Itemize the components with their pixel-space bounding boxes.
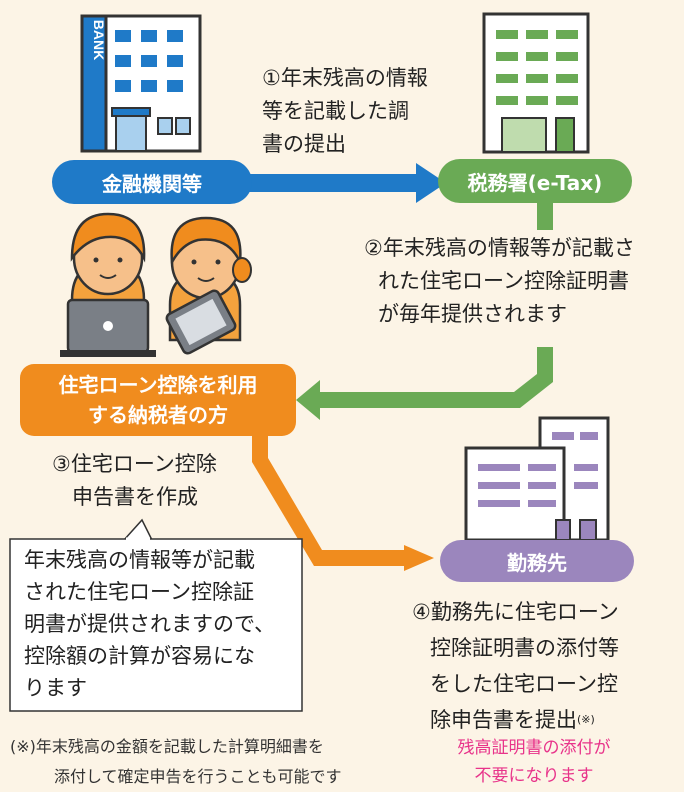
bank-node: 金融機関等 [52, 160, 252, 204]
footnote: (※)年末残高の金額を記載した計算明細書を 添付して確定申告を行うことも可能です [10, 732, 342, 792]
callout-line: ります [24, 676, 87, 700]
step4-line: 除申告書を提出 [430, 708, 577, 732]
arrow-taxpayer-to-employer [252, 432, 434, 571]
callout-text: 年末残高の情報等が記載 された住宅ローン控除証 明書が提供されますので、 控除額… [24, 544, 275, 704]
callout-line: 年末残高の情報等が記載 [24, 548, 255, 572]
step4-line: 控除証明書の添付等 [430, 636, 619, 660]
callout-line: 控除額の計算が容易にな [24, 644, 255, 668]
tax-office-label: 税務署(e-Tax) [467, 170, 603, 195]
employer-label: 勤務先 [507, 550, 567, 575]
step3-line: 申告書を作成 [72, 485, 198, 509]
step1-line: 書の提出 [262, 132, 346, 156]
step3-text: ③住宅ローン控除 申告書を作成 [52, 448, 217, 514]
taxpayer-person-tablet-icon [165, 216, 252, 355]
taxpayer-person-icon [60, 212, 156, 357]
tax-office-building-icon [482, 12, 590, 154]
step1-line: 等を記載した調 [262, 99, 409, 123]
step3-line: ③住宅ローン控除 [52, 452, 217, 476]
highlight-line: 残高証明書の添付が [457, 738, 611, 758]
callout-line: 明書が提供されますので、 [24, 612, 276, 636]
step1-text: ①年末残高の情報 等を記載した調 書の提出 [262, 62, 428, 161]
footnote-line: 添付して確定申告を行うことも可能です [54, 767, 342, 786]
footnote-line: (※)年末残高の金額を記載した計算明細書を [10, 737, 324, 756]
employer-building-icon [464, 416, 610, 542]
step4-text: ④勤務先に住宅ローン 控除証明書の添付等 をした住宅ローン控 除申告書を提出(※… [412, 594, 619, 738]
taxpayer-label-line1: 住宅ローン控除を利用 [58, 373, 258, 397]
step2-line: が毎年提供されます [378, 302, 567, 326]
arrow-tax-to-taxpayer [296, 347, 553, 420]
tax-connector [537, 196, 553, 230]
bank-building-icon: BANK [80, 14, 202, 153]
arrow-bank-to-tax [240, 163, 446, 203]
tax-office-node: 税務署(e-Tax) [438, 159, 632, 203]
highlight-line: 不要になります [474, 766, 594, 786]
step4-line: ④勤務先に住宅ローン [412, 600, 619, 624]
step4-note-mark: (※) [577, 713, 595, 726]
taxpayer-node: 住宅ローン控除を利用 する納税者の方 [20, 364, 296, 436]
step4-line: をした住宅ローン控 [430, 672, 618, 696]
step4-line-last: 除申告書を提出(※) [412, 702, 619, 738]
bank-label: 金融機関等 [102, 171, 202, 196]
step1-line: ①年末残高の情報 [262, 66, 428, 90]
employer-node: 勤務先 [440, 540, 634, 582]
taxpayer-label-line2: する納税者の方 [88, 403, 228, 427]
step2-text: ②年末残高の情報等が記載さ れた住宅ローン控除証明書 が毎年提供されます [364, 232, 635, 331]
bank-sign: BANK [91, 20, 107, 60]
callout-bubble [9, 518, 303, 712]
step2-line: れた住宅ローン控除証明書 [378, 269, 629, 293]
callout-line: された住宅ローン控除証 [24, 580, 254, 604]
step2-line: ②年末残高の情報等が記載さ [364, 236, 635, 260]
highlight-note: 残高証明書の添付が 不要になります [448, 734, 620, 790]
